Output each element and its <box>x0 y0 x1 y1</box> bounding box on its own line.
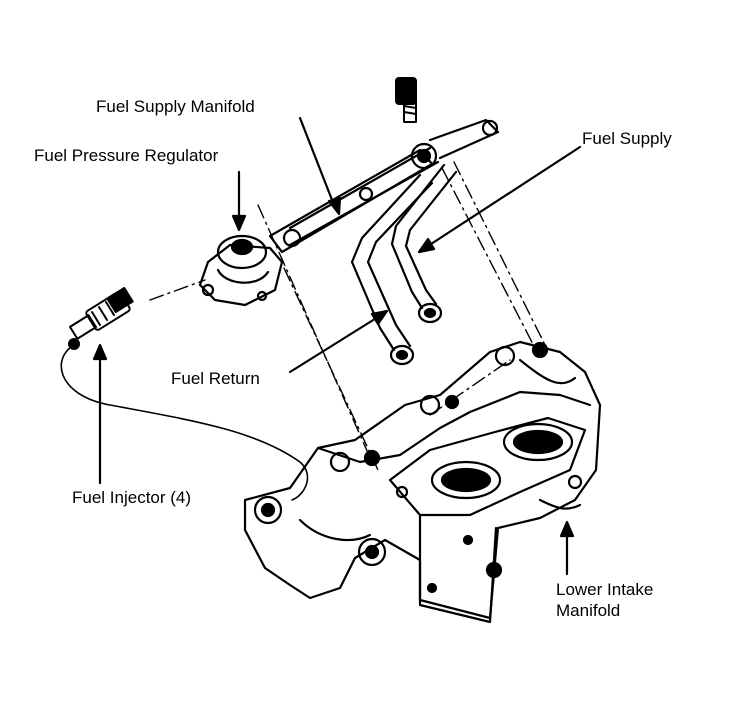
label-fuel-supply: Fuel Supply <box>582 129 672 148</box>
fuel-supply-manifold <box>268 118 500 254</box>
label-fuel-injector: Fuel Injector (4) <box>72 488 192 507</box>
leader-fuel-pressure-regulator <box>231 170 247 232</box>
assembly-guide-lines <box>149 161 546 471</box>
label-fuel-pressure-regulator: Fuel Pressure Regulator <box>34 146 219 165</box>
label-fuel-return: Fuel Return <box>171 369 260 388</box>
manifold-bolt <box>395 77 417 123</box>
leader-fuel-injector <box>92 343 108 485</box>
fuel-return-pipe <box>350 173 434 366</box>
label-lower-intake-manifold-line2: Manifold <box>556 601 621 620</box>
label-fuel-supply-manifold: Fuel Supply Manifold <box>96 97 255 116</box>
leader-fuel-supply <box>417 145 582 254</box>
injector-wire <box>60 342 309 501</box>
label-lower-intake-manifold-line1: Lower Intake <box>556 580 654 599</box>
leader-fuel-return <box>288 309 389 374</box>
lower-intake-manifold <box>243 340 602 624</box>
fuel-injector <box>68 286 134 350</box>
fuel-pressure-regulator <box>198 234 284 307</box>
fuel-supply-pipe <box>390 163 458 324</box>
leader-lower-intake-manifold <box>559 520 575 576</box>
label-lower-intake-manifold: Lower Intake Manifold <box>556 579 653 621</box>
